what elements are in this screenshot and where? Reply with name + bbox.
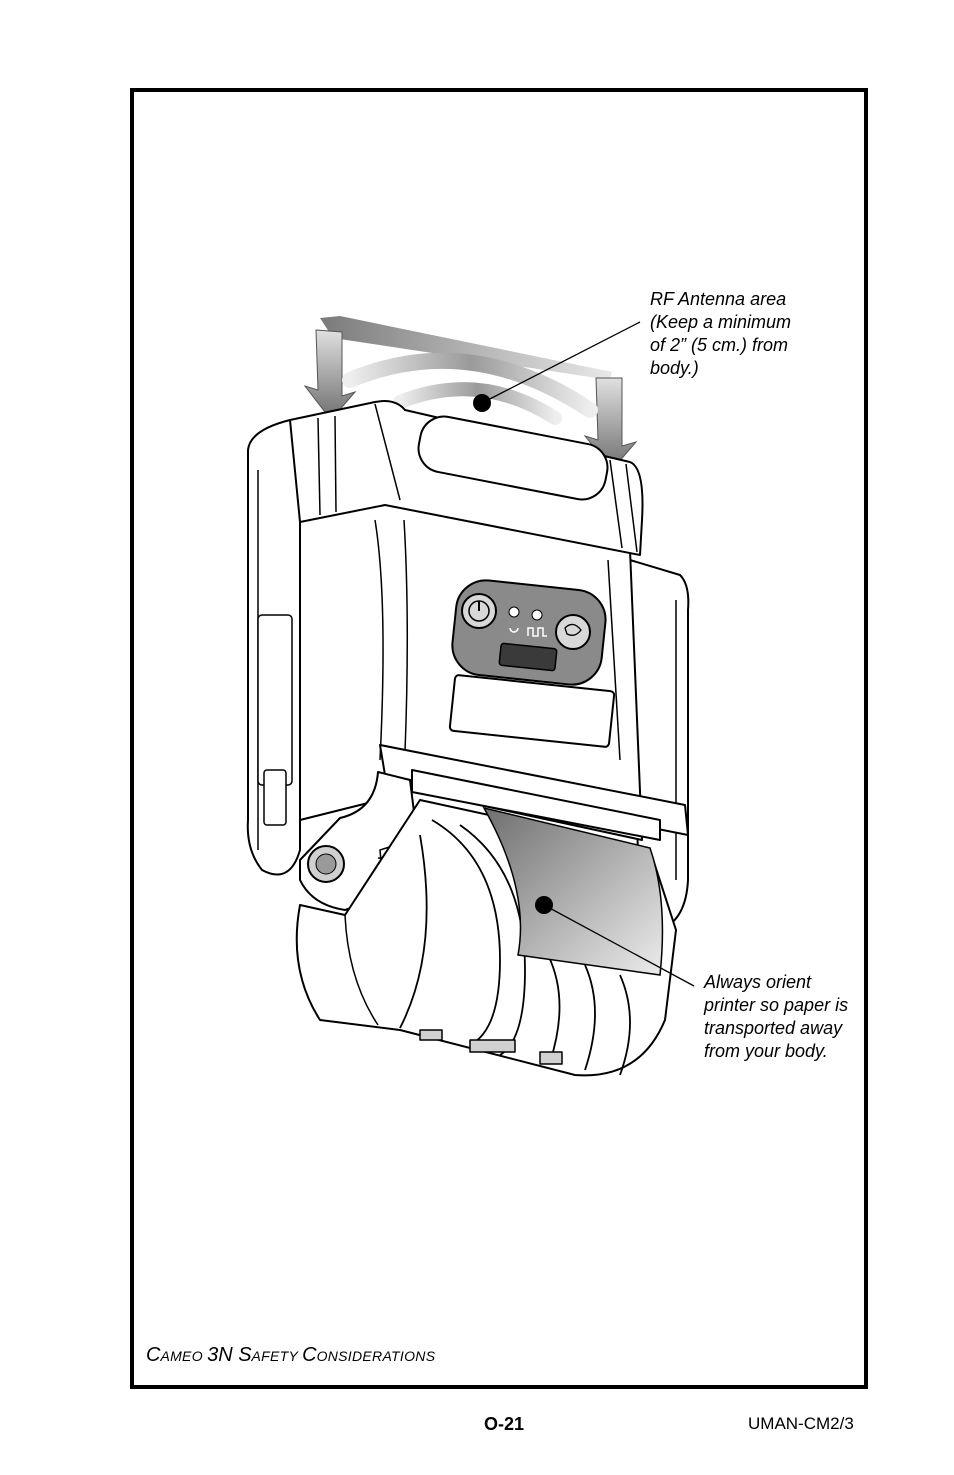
page-number: O-21 — [484, 1414, 525, 1434]
caption-part: C — [146, 1344, 161, 1366]
caption-part: ONSIDERATIONS — [316, 1348, 436, 1364]
rf-antenna-callout: RF Antenna area (Keep a minimum of 2” (5… — [650, 289, 792, 378]
caption-part: C — [302, 1344, 317, 1366]
caption-part: AFETY — [251, 1348, 303, 1364]
paper-output — [482, 806, 664, 976]
caption-part: 3N S — [207, 1344, 252, 1366]
paper-orientation-callout: Always orient printer so paper is transp… — [704, 972, 849, 1061]
rf-antenna-indicator — [303, 316, 638, 471]
display-window — [498, 642, 558, 672]
document-id: UMAN-CM2/3 — [748, 1414, 854, 1433]
led-indicator-icon — [508, 606, 520, 618]
callout-leaders — [473, 321, 695, 987]
led-indicator-icon — [531, 609, 543, 621]
caption-part: AMEO — [160, 1348, 208, 1364]
section-caption: CAMEO 3N SAFETY CONSIDERATIONS — [146, 1344, 435, 1367]
power-status-icon — [509, 627, 519, 633]
paper-feed-icon — [527, 627, 547, 637]
feed-button-icon[interactable] — [555, 614, 591, 650]
control-panel — [451, 579, 607, 686]
page-border — [130, 88, 868, 1389]
